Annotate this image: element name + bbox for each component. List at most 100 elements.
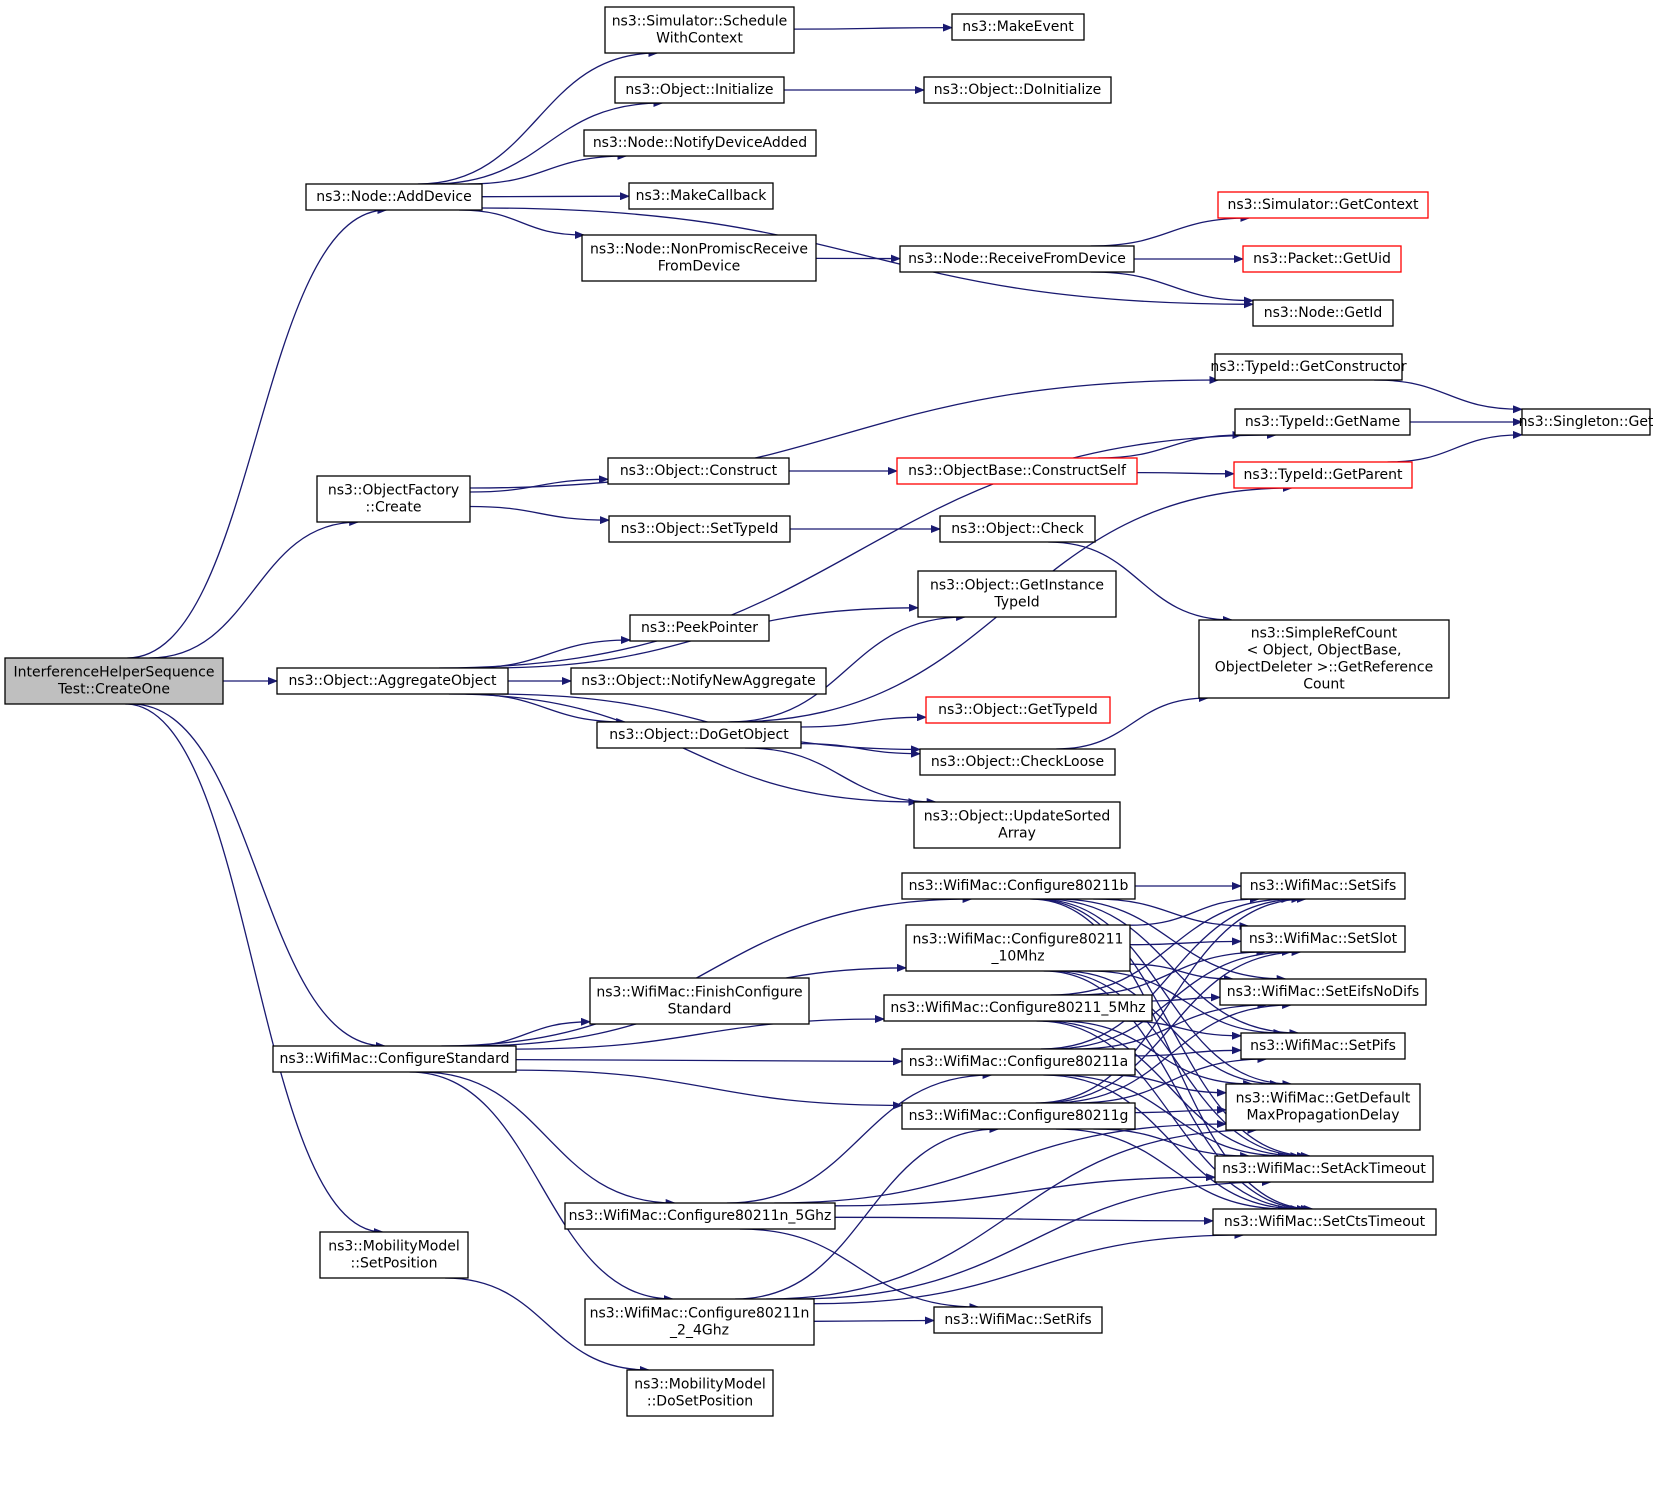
node-box bbox=[604, 6, 795, 54]
edge-cfgN24-to-cfgG bbox=[735, 1125, 1000, 1300]
node-notifyAgg[interactable]: ns3::Object::NotifyNewAggregate bbox=[570, 667, 827, 695]
node-label: ns3::Simulator::GetContext bbox=[1227, 197, 1419, 213]
edge-schedCtx-to-makeEvent bbox=[793, 23, 953, 32]
node-getTypeId[interactable]: ns3::Object::GetTypeId bbox=[925, 696, 1111, 724]
edge-aggregate-to-getName bbox=[439, 431, 1277, 669]
node-label: ::SetPosition bbox=[351, 1256, 438, 1272]
node-box bbox=[629, 614, 770, 642]
node-root[interactable]: InterferenceHelperSequenceTest::CreateOn… bbox=[4, 657, 224, 705]
node-box bbox=[1214, 1155, 1434, 1183]
node-setCts[interactable]: ns3::WifiMac::SetCtsTimeout bbox=[1212, 1208, 1437, 1236]
node-label: ns3::Object::NotifyNewAggregate bbox=[581, 673, 815, 689]
edge-cfgG-to-setSifs bbox=[1035, 895, 1307, 1104]
node-label: WithContext bbox=[656, 31, 743, 47]
node-getDefMax[interactable]: ns3::WifiMac::GetDefaultMaxPropagationDe… bbox=[1225, 1083, 1421, 1131]
node-objInit[interactable]: ns3::Object::Initialize bbox=[614, 76, 785, 104]
node-label: ns3::Simulator::Schedule bbox=[612, 14, 788, 30]
node-label: ns3::WifiMac::SetEifsNoDifs bbox=[1227, 984, 1419, 1000]
node-setAck[interactable]: ns3::WifiMac::SetAckTimeout bbox=[1214, 1155, 1434, 1183]
node-getName[interactable]: ns3::TypeId::GetName bbox=[1234, 408, 1411, 436]
node-setPifs[interactable]: ns3::WifiMac::SetPifs bbox=[1240, 1032, 1406, 1060]
node-mobSetPos[interactable]: ns3::MobilityModel::SetPosition bbox=[319, 1231, 469, 1279]
node-box bbox=[614, 76, 785, 104]
edge-root-to-configStd bbox=[131, 703, 386, 1050]
node-mobDoSetPos[interactable]: ns3::MobilityModel::DoSetPosition bbox=[626, 1369, 774, 1417]
node-box bbox=[901, 1048, 1136, 1076]
edge-cfg10-to-setSlot bbox=[1129, 937, 1242, 946]
node-label: ns3::Packet::GetUid bbox=[1253, 251, 1391, 267]
node-makeEvent[interactable]: ns3::MakeEvent bbox=[951, 13, 1085, 41]
node-label: ns3::Singleton::Get bbox=[1519, 414, 1653, 430]
edge-addDevice-to-nonPromisc bbox=[458, 209, 585, 239]
node-label: ns3::Node::ReceiveFromDevice bbox=[908, 251, 1126, 267]
node-addDevice[interactable]: ns3::Node::AddDevice bbox=[305, 183, 483, 211]
node-box bbox=[628, 182, 774, 210]
node-peekPtr[interactable]: ns3::PeekPointer bbox=[629, 614, 770, 642]
node-box bbox=[1234, 408, 1411, 436]
node-box bbox=[1219, 978, 1427, 1006]
node-cfgB[interactable]: ns3::WifiMac::Configure80211b bbox=[901, 872, 1136, 900]
node-box bbox=[917, 570, 1117, 618]
edge-getCtor-to-singletonGet bbox=[1374, 379, 1523, 414]
node-getParent[interactable]: ns3::TypeId::GetParent bbox=[1233, 461, 1413, 489]
node-box bbox=[4, 657, 224, 705]
node-label: ns3::MobilityModel bbox=[634, 1377, 766, 1393]
node-box bbox=[607, 457, 790, 485]
node-pktGetUid[interactable]: ns3::Packet::GetUid bbox=[1242, 245, 1402, 273]
node-singletonGet[interactable]: ns3::Singleton::Get bbox=[1519, 408, 1653, 436]
node-box bbox=[1240, 872, 1406, 900]
node-doInit[interactable]: ns3::Object::DoInitialize bbox=[923, 76, 1112, 104]
node-checkLoose[interactable]: ns3::Object::CheckLoose bbox=[919, 748, 1116, 776]
node-box bbox=[883, 994, 1153, 1022]
node-label: ns3::WifiMac::SetCtsTimeout bbox=[1224, 1214, 1426, 1230]
node-cfgG[interactable]: ns3::WifiMac::Configure80211g bbox=[901, 1102, 1136, 1130]
node-setSifs[interactable]: ns3::WifiMac::SetSifs bbox=[1240, 872, 1406, 900]
edge-getParent-to-singletonGet bbox=[1387, 430, 1523, 463]
node-constructSelf[interactable]: ns3::ObjectBase::ConstructSelf bbox=[896, 457, 1138, 485]
edge-cfgG-to-getDefMax bbox=[1134, 1105, 1227, 1114]
node-setRifs[interactable]: ns3::WifiMac::SetRifs bbox=[933, 1306, 1103, 1334]
node-cfgN24[interactable]: ns3::WifiMac::Configure80211n_2_4Ghz bbox=[584, 1298, 815, 1346]
node-setSlot[interactable]: ns3::WifiMac::SetSlot bbox=[1240, 925, 1406, 953]
node-doGetObj[interactable]: ns3::Object::DoGetObject bbox=[596, 721, 802, 749]
node-label: ns3::WifiMac::SetAckTimeout bbox=[1222, 1161, 1426, 1177]
node-label: ns3::Object::DoInitialize bbox=[934, 82, 1101, 98]
edge-constructSelf-to-getName bbox=[1098, 431, 1243, 459]
node-label: ns3::TypeId::GetConstructor bbox=[1210, 359, 1406, 375]
node-recvFromDev[interactable]: ns3::Node::ReceiveFromDevice bbox=[899, 245, 1135, 273]
node-aggregate[interactable]: ns3::Object::AggregateObject bbox=[276, 667, 509, 695]
edge-root-to-mobSetPos bbox=[125, 703, 384, 1236]
node-label: ns3::MakeCallback bbox=[636, 188, 768, 204]
node-notifyDev[interactable]: ns3::Node::NotifyDeviceAdded bbox=[583, 129, 817, 157]
node-cfg5[interactable]: ns3::WifiMac::Configure80211_5Mhz bbox=[883, 994, 1153, 1022]
node-objCheck[interactable]: ns3::Object::Check bbox=[939, 515, 1096, 543]
node-configStd[interactable]: ns3::WifiMac::ConfigureStandard bbox=[272, 1045, 517, 1073]
node-cfgA[interactable]: ns3::WifiMac::Configure80211a bbox=[901, 1048, 1136, 1076]
node-box bbox=[564, 1202, 836, 1230]
node-nodeGetId[interactable]: ns3::Node::GetId bbox=[1252, 299, 1394, 327]
edge-addDevice-to-objInit bbox=[431, 99, 664, 185]
node-label: ns3::WifiMac::SetRifs bbox=[944, 1312, 1091, 1328]
node-cfgN5[interactable]: ns3::WifiMac::Configure80211n_5Ghz bbox=[564, 1202, 836, 1230]
edge-cfg5-to-setEifs bbox=[1151, 993, 1221, 1002]
node-getCtor[interactable]: ns3::TypeId::GetConstructor bbox=[1210, 353, 1407, 381]
node-label: Standard bbox=[668, 1002, 732, 1018]
node-label: ns3::Object::Construct bbox=[620, 463, 778, 479]
node-box bbox=[939, 515, 1096, 543]
node-cfg10[interactable]: ns3::WifiMac::Configure80211_10Mhz bbox=[905, 924, 1131, 972]
edge-cfgB-to-setSlot bbox=[1093, 898, 1250, 930]
node-setTypeId[interactable]: ns3::Object::SetTypeId bbox=[608, 515, 791, 543]
node-label: ns3::WifiMac::Configure80211n bbox=[590, 1306, 810, 1322]
node-simpleRef[interactable]: ns3::SimpleRefCount< Object, ObjectBase,… bbox=[1198, 619, 1450, 699]
node-label: ns3::Node::NotifyDeviceAdded bbox=[593, 135, 807, 151]
node-makeCb[interactable]: ns3::MakeCallback bbox=[628, 182, 774, 210]
node-setEifs[interactable]: ns3::WifiMac::SetEifsNoDifs bbox=[1219, 978, 1427, 1006]
node-objConstruct[interactable]: ns3::Object::Construct bbox=[607, 457, 790, 485]
node-objFactCreate[interactable]: ns3::ObjectFactory::Create bbox=[316, 475, 471, 523]
node-simGetCtx[interactable]: ns3::Simulator::GetContext bbox=[1217, 191, 1429, 219]
